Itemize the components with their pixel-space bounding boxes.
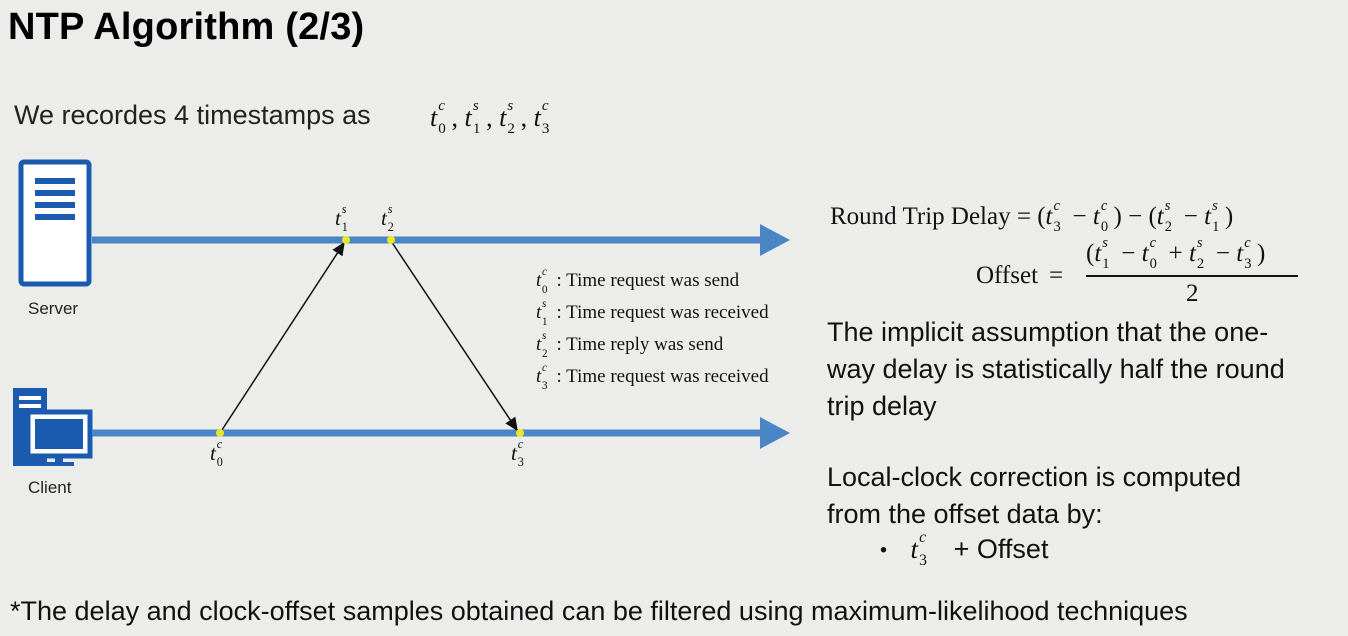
reply-arrow [390, 240, 518, 432]
offset-denominator: 2 [1186, 280, 1199, 307]
t2s-point [387, 236, 395, 244]
request-arrow [219, 241, 345, 434]
offset-equals: = [1049, 262, 1064, 289]
client-label: Client [28, 478, 72, 497]
footnote: *The delay and clock-offset samples obta… [10, 596, 1188, 626]
t1s-point [342, 236, 350, 244]
assumption-text: The implicit assumption that the one- wa… [827, 317, 1285, 421]
intro-text: We recordes 4 timestamps as [14, 100, 371, 130]
ntp-timeline-diagram [13, 159, 790, 466]
correction-text: Local-clock correction is computed from … [827, 462, 1242, 529]
server-icon [18, 159, 92, 287]
t3c-point [516, 429, 524, 437]
bullet-icon: • [880, 539, 888, 562]
server-timeline [92, 224, 790, 256]
offset-label: Offset [976, 262, 1039, 289]
server-label: Server [28, 299, 79, 318]
t0c-point [216, 429, 224, 437]
page-title: NTP Algorithm (2/3) [8, 6, 365, 48]
client-timeline [92, 417, 790, 449]
fraction-bar [1086, 275, 1298, 277]
client-icon [13, 388, 93, 466]
